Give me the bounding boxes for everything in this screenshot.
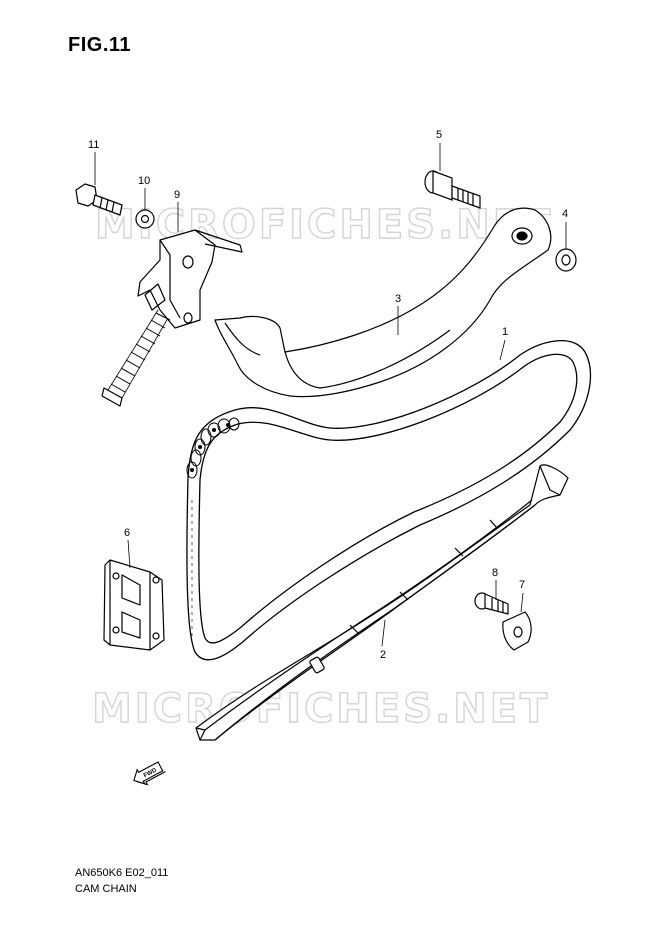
callout-8: 8 <box>492 567 498 579</box>
tensioner-adjuster <box>101 229 243 407</box>
callout-numbers: 1 2 3 4 5 6 7 8 9 10 11 <box>88 129 568 661</box>
callout-11: 11 <box>88 139 99 151</box>
callout-9: 9 <box>174 189 180 201</box>
callout-7: 7 <box>519 579 525 591</box>
bolt <box>75 183 123 216</box>
chain-link-detail <box>186 417 240 479</box>
lock-plate <box>502 611 532 651</box>
tensioner-spring <box>107 309 171 399</box>
washer-10 <box>135 209 155 229</box>
cam-chain <box>186 340 592 661</box>
callout-4: 4 <box>562 208 568 220</box>
figure-name: CAM CHAIN <box>75 883 137 895</box>
callout-5: 5 <box>436 129 442 141</box>
callout-6: 6 <box>124 527 130 539</box>
chain-guide <box>195 464 569 741</box>
tensioner-arm <box>214 207 552 398</box>
pivot-bolt <box>424 170 481 209</box>
guide-bracket <box>103 559 165 651</box>
callout-1: 1 <box>502 326 508 338</box>
watermark-bottom: MICROFICHES.NET <box>92 686 550 732</box>
callout-2: 2 <box>380 649 386 661</box>
figure-code: AN650K6 E02_011 <box>75 867 169 879</box>
screw <box>474 592 509 615</box>
fwd-arrow-icon: FWD <box>133 761 166 786</box>
callout-3: 3 <box>395 293 401 305</box>
callout-10: 10 <box>138 175 150 187</box>
figure-title: FIG.11 <box>68 34 132 56</box>
washer-4 <box>555 248 577 272</box>
leader-lines <box>94 143 567 647</box>
